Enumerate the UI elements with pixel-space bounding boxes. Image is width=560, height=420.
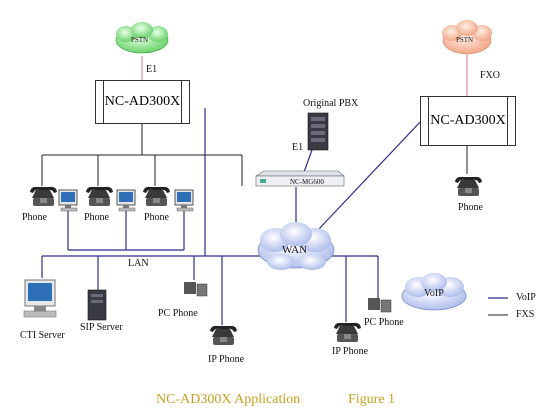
ad300x-right-to-wan [317, 119, 423, 231]
pc-icon [174, 189, 194, 212]
ip-phone-icon [334, 322, 361, 342]
pc-phone-right-icon [368, 298, 392, 313]
pc-icon [116, 189, 136, 212]
pstn-left-label: PSTN [131, 36, 149, 44]
original-pbx-icon [307, 112, 329, 151]
voip-cloud-label: VoIP [424, 288, 444, 299]
legend-voip-label: VoIP [516, 292, 536, 303]
phone-2-label: Phone [84, 212, 109, 223]
mg600-label: NC-MG600 [290, 178, 324, 186]
pc-phone-right-label: PC Phone [364, 317, 404, 328]
original-pbx-label: Original PBX [303, 98, 359, 109]
wan-cloud [257, 222, 335, 270]
pc-phone-left-label: PC Phone [158, 308, 198, 319]
ip-phone-icon [210, 325, 237, 345]
mg600-device [254, 170, 345, 187]
ip-phone-left-label: IP Phone [208, 354, 245, 365]
caption-figure: Figure 1 [348, 392, 396, 407]
phone-icon [86, 186, 113, 206]
pstn-cloud-right [442, 20, 492, 55]
sip-server-label: SIP Server [80, 322, 123, 333]
pc-icon [58, 189, 78, 212]
ad300x-left-label: NC-AD300X [104, 94, 181, 109]
ip-phone-right-label: IP Phone [332, 346, 369, 357]
ad300x-right: NC-AD300X [420, 96, 516, 146]
phone-3-label: Phone [144, 212, 169, 223]
pc-phone-left-icon [184, 282, 208, 297]
legend-fxs-label: FXS [516, 309, 535, 320]
phone-icon [143, 186, 170, 206]
fxo-label: FXO [480, 70, 501, 81]
pstn-cloud-left [115, 22, 169, 54]
e1-top-label: E1 [146, 64, 158, 75]
phone-1-label: Phone [22, 212, 47, 223]
caption-title: NC-AD300X Application [156, 392, 301, 407]
phone-right-label: Phone [458, 202, 483, 213]
cti-server-icon [23, 279, 57, 318]
ad300x-left: NC-AD300X [95, 80, 190, 124]
sip-server-icon [87, 289, 107, 321]
phone-icon [30, 186, 57, 206]
e1-pbx-label: E1 [292, 142, 304, 153]
wan-label: WAN [282, 244, 308, 256]
phone-icon [455, 176, 482, 196]
pbx-to-mg600 [303, 149, 313, 173]
cti-server-label: CTI Server [20, 330, 65, 341]
pstn-right-label: PSTN [456, 36, 474, 44]
ad300x-right-label: NC-AD300X [430, 113, 506, 128]
voip-cloud [401, 273, 467, 311]
lan-label: LAN [128, 258, 149, 269]
